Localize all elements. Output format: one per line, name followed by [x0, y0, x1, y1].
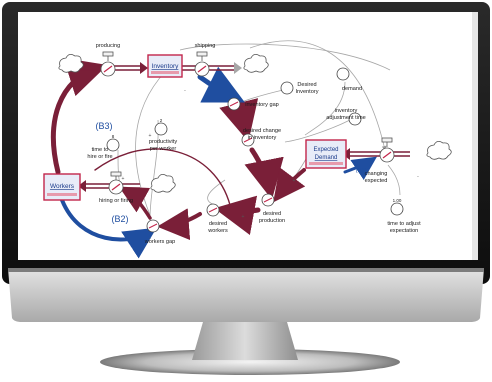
var-desired-change-label-2: in inventory	[248, 135, 277, 141]
stand-neck	[192, 315, 298, 360]
var-desired-production-label-2: production	[259, 218, 285, 224]
var-desired-inventory-label-1: Desired	[297, 82, 316, 88]
blue-arc-b1	[343, 156, 377, 180]
svg-text:+: +	[242, 214, 245, 220]
link-demand-production	[273, 167, 306, 203]
var-inv-adj-label-1: inventory	[335, 108, 358, 114]
svg-text:+: +	[149, 133, 152, 139]
stock-flow-diagram: Inventory Workers Expected Demand	[43, 40, 452, 259]
flow-changing-label-1: changing	[365, 171, 388, 177]
blue-arc-b2	[60, 198, 157, 259]
monitor-chin	[8, 268, 484, 322]
valve-icon[interactable]	[194, 51, 210, 77]
stock-inventory-label: Inventory	[152, 63, 179, 70]
flow-shipping-label: shipping	[195, 43, 216, 49]
var-time-hire-label-2: hire or fire	[87, 154, 112, 160]
blue-arc-shipping	[197, 66, 245, 103]
var-desired-workers-label-2: workers	[207, 228, 228, 234]
converter-icon[interactable]	[336, 67, 350, 81]
converter-icon[interactable]	[390, 202, 404, 216]
var-time-adjust-label-2: expectation	[390, 228, 419, 234]
svg-text:-: -	[149, 236, 151, 242]
var-time-hire-value: 8	[112, 134, 115, 139]
var-desired-change-label-1: desired change	[243, 128, 281, 134]
var-workers-gap-label: workers gap	[144, 239, 175, 245]
var-time-adjust-value: 1.00	[393, 198, 402, 203]
var-inv-adj-label-2: adjustment time	[326, 115, 365, 121]
svg-text:+: +	[293, 178, 296, 184]
cloud-icon	[426, 141, 452, 160]
loop-label-b2: (B2)	[111, 214, 128, 224]
stock-workers-label: Workers	[50, 183, 75, 190]
loop-arc-big	[94, 148, 231, 206]
svg-text:-: -	[184, 88, 186, 94]
flow-producing-label: producing	[96, 43, 121, 49]
link-workers-gap	[157, 208, 202, 241]
var-desired-production-label-1: desired	[263, 211, 281, 217]
loop-label-b3: (B3)	[95, 121, 112, 131]
link-production-workers	[214, 195, 261, 236]
cloud-icon	[58, 54, 84, 73]
var-productivity-value: 2	[160, 118, 163, 123]
var-time-hire-label-1: time to	[92, 147, 109, 153]
stand-base	[100, 349, 400, 375]
loop-label-b1: (B1)	[356, 168, 367, 174]
link-gap-hiring	[118, 186, 152, 220]
stock-expected-demand-label-1: Expected	[313, 147, 338, 153]
var-inventory-gap-label: inventory gap	[245, 102, 279, 108]
var-time-adjust-label-1: time to adjust	[387, 221, 421, 227]
valve-icon[interactable]	[108, 171, 124, 195]
var-productivity-label-1: productivity	[149, 139, 177, 145]
loop-arc-b3	[50, 57, 108, 175]
loop-arc-b1b	[244, 147, 284, 200]
var-productivity-label-2: per worker	[150, 146, 177, 152]
var-desired-workers-label-1: desired	[209, 221, 227, 227]
converter-icon[interactable]	[154, 122, 168, 136]
stock-expected-demand-label-2: Demand	[315, 155, 338, 161]
var-desired-inventory-label-2: Inventory	[295, 89, 318, 95]
converter-icon[interactable]	[106, 138, 120, 152]
svg-text:-: -	[417, 174, 419, 180]
cloud-icon	[150, 174, 176, 193]
converter-icon[interactable]	[280, 81, 294, 95]
flow-hiring-label: hiring or firing	[99, 198, 133, 204]
flow-changing-label-2: expected	[365, 178, 388, 184]
valve-icon[interactable]	[100, 51, 116, 77]
svg-text:+: +	[122, 176, 125, 182]
cloud-icon	[243, 54, 269, 73]
var-demand-label: demand	[342, 86, 362, 92]
converter-icon[interactable]	[348, 112, 362, 126]
valve-icon[interactable]	[379, 137, 395, 163]
